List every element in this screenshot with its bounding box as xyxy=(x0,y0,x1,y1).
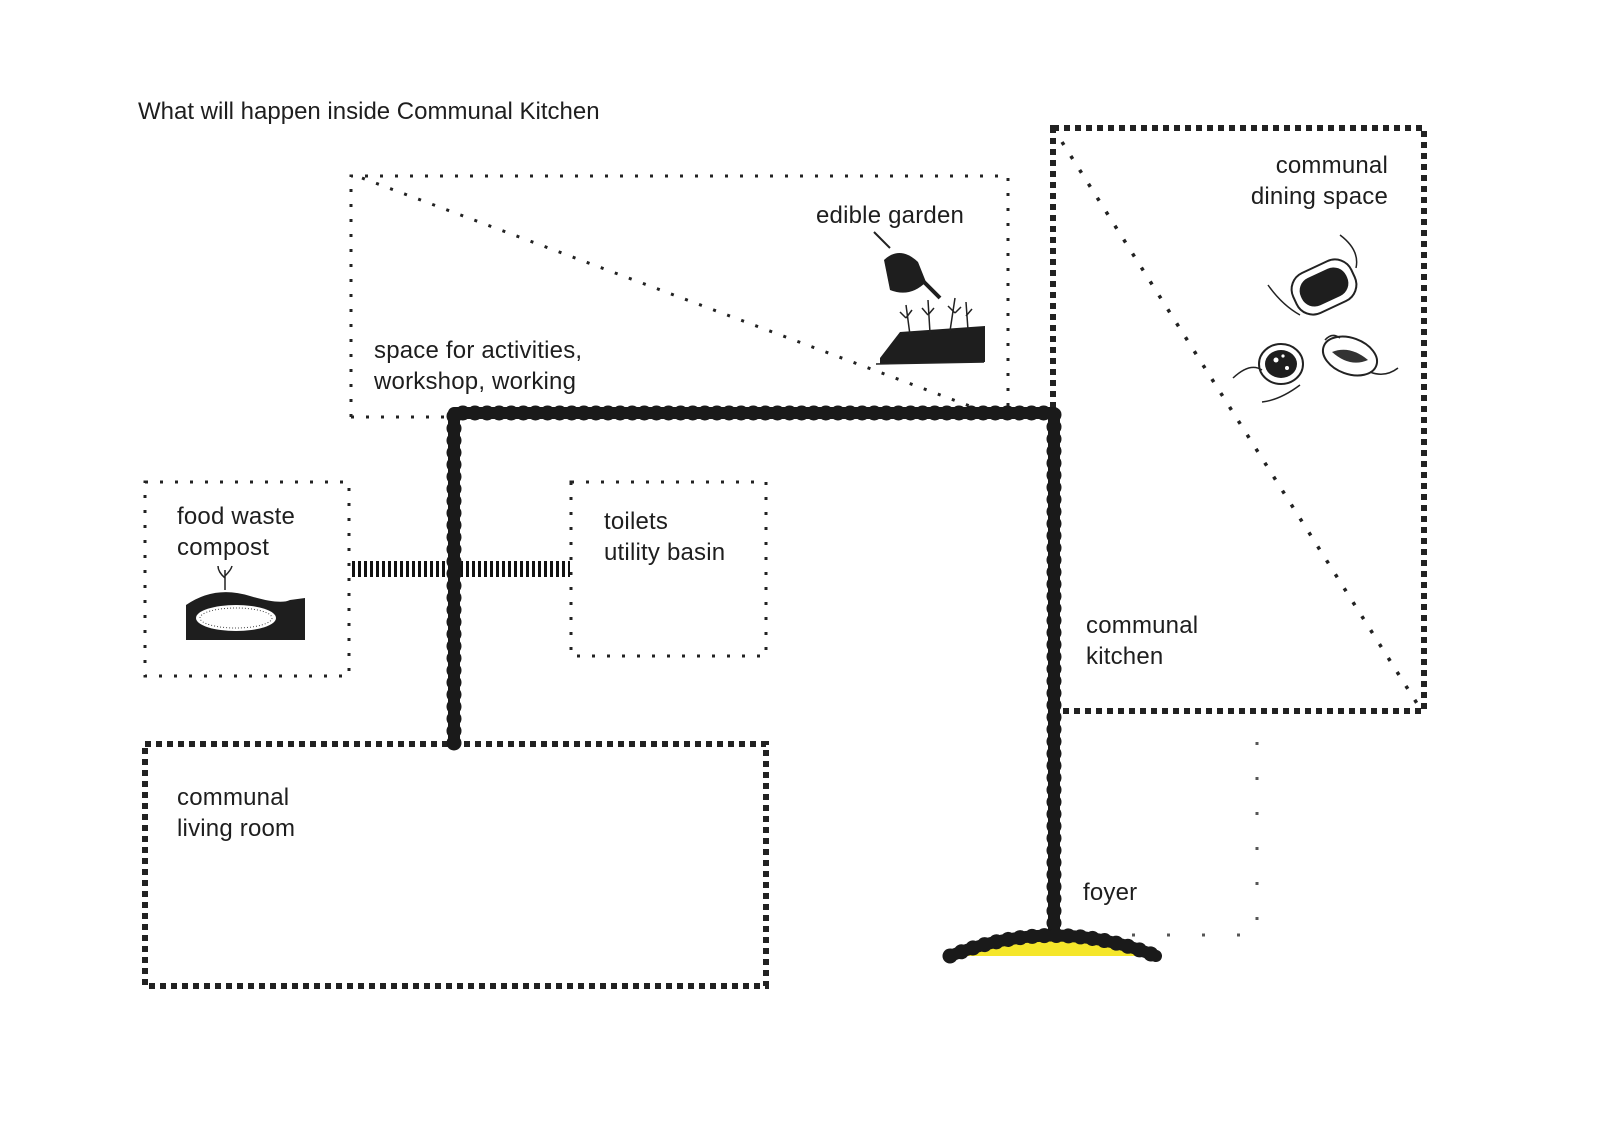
toilets-label-line2: utility basin xyxy=(604,539,726,566)
dining-label-line1: communal xyxy=(1275,152,1388,179)
toilets-zone-outline xyxy=(569,480,768,658)
living-room-label: communal living room xyxy=(177,782,295,844)
circulation-path xyxy=(448,407,1060,941)
toilets-label-line1: toilets xyxy=(604,508,669,535)
kitchen-label-line2: kitchen xyxy=(1086,643,1164,670)
entrance-arc-beads xyxy=(942,928,1164,964)
toilets-label: toilets utility basin xyxy=(604,506,725,568)
compost-label: food waste compost xyxy=(177,501,295,563)
compost-zone-outline xyxy=(143,480,351,678)
dining-label-line2: dining space xyxy=(1250,183,1388,210)
compost-label-line1: food waste xyxy=(177,503,296,530)
kitchen-label: communal kitchen xyxy=(1086,610,1198,672)
kitchen-dining-zone-outline xyxy=(1050,125,1427,714)
dining-diagonal xyxy=(1060,141,1420,706)
watering-garden-illustration xyxy=(873,231,985,365)
activities-label-line2: workshop, working xyxy=(374,368,577,395)
kitchen-label-line1: communal xyxy=(1086,612,1199,639)
edible-garden-label: edible garden xyxy=(816,202,965,229)
shared-dishes-illustration xyxy=(1232,234,1399,403)
activities-label: space for activities, workshop, working xyxy=(374,335,582,397)
compost-label-line2: compost xyxy=(177,534,270,561)
living-room-label-line1: communal xyxy=(177,784,290,811)
living-room-label-line2: living room xyxy=(177,815,296,842)
living-room-zone-outline xyxy=(142,741,769,989)
dining-label: communal dining space xyxy=(1236,150,1388,212)
activities-label-line1: space for activities, xyxy=(374,337,583,364)
circulation-path-beads xyxy=(446,405,1062,943)
foyer-label: foyer xyxy=(1083,879,1138,906)
diagram-title: What will happen inside Communal Kitchen xyxy=(138,98,600,125)
activities-zone-outline xyxy=(349,174,1010,419)
compost-illustration xyxy=(186,565,305,640)
